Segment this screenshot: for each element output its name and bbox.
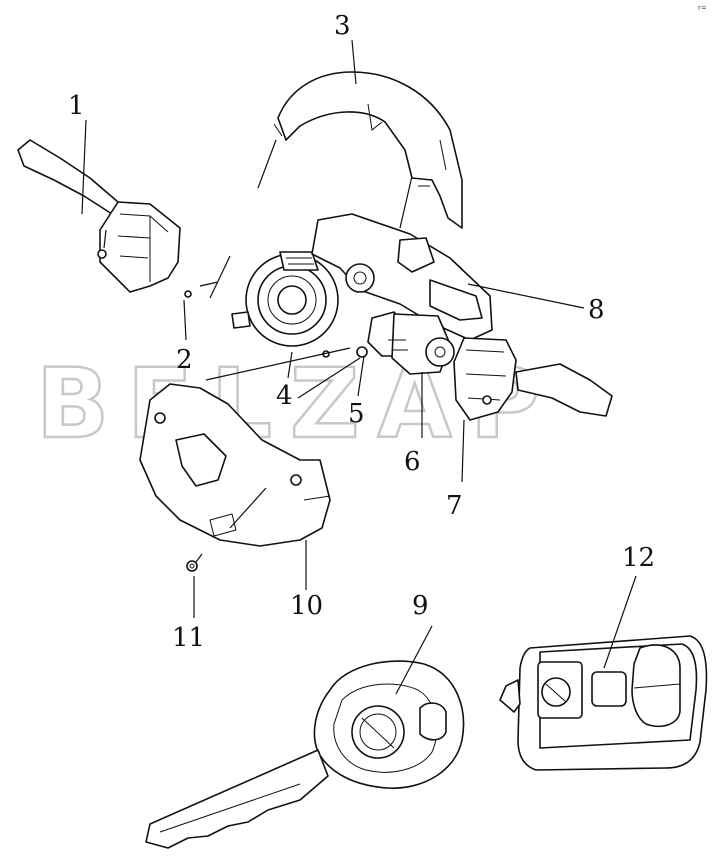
callout-10: 10	[290, 591, 323, 621]
screw-2	[184, 290, 192, 298]
callout-7: 7	[446, 491, 463, 521]
callout-3: 3	[334, 11, 351, 41]
steering-column-bracket	[311, 213, 493, 341]
callout-12: 12	[622, 543, 655, 573]
wiper-switch	[17, 139, 181, 293]
light-switch	[453, 337, 613, 421]
callout-4: 4	[276, 381, 293, 411]
callout-2: 2	[176, 345, 193, 375]
ignition-lock-assembly	[356, 311, 455, 375]
leader-lines	[81, 39, 637, 695]
lower-column-cover	[139, 383, 331, 547]
callout-6: 6	[404, 447, 421, 477]
ignition-key	[145, 660, 465, 849]
clock-spring	[231, 251, 339, 347]
upper-column-cover	[273, 71, 463, 229]
remote-key-fob	[499, 635, 708, 771]
corner-mark: r=	[698, 4, 707, 12]
callout-9: 9	[412, 591, 429, 621]
callout-1: 1	[68, 91, 85, 121]
screw-11	[186, 560, 198, 572]
callout-8: 8	[588, 295, 605, 325]
callout-5: 5	[348, 399, 365, 429]
callout-11: 11	[172, 623, 205, 653]
callout-labels: 1 2 3 4 5 6 7 8 9 10 11 12	[68, 11, 655, 653]
